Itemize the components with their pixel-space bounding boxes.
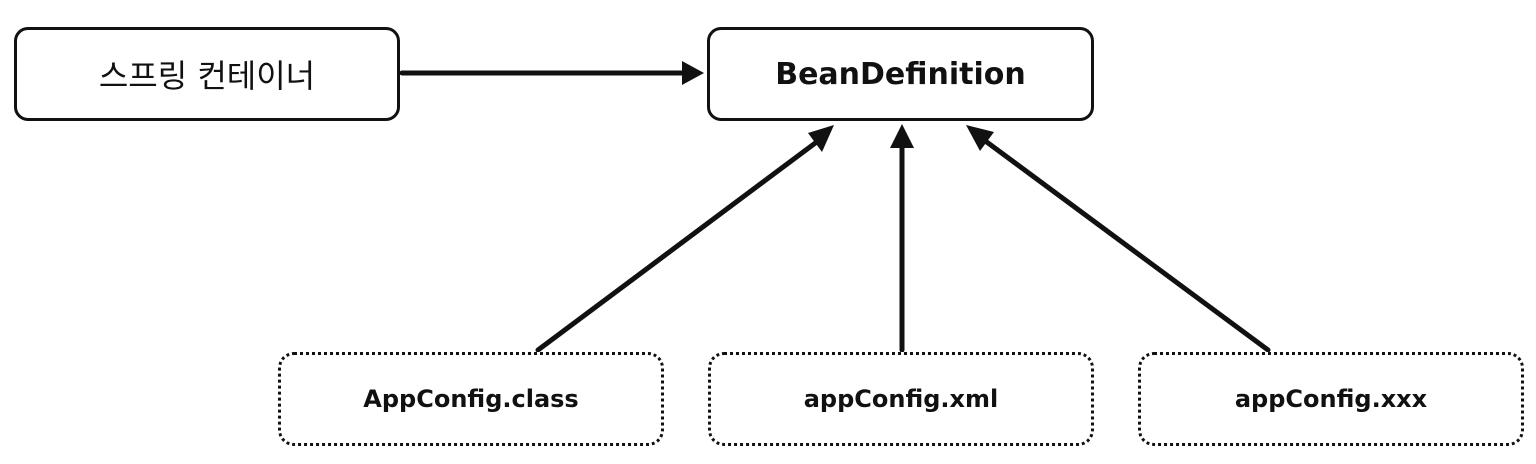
- arrowhead-icon: [682, 61, 704, 85]
- bean-definition-label: BeanDefinition: [775, 56, 1026, 92]
- spring-container-node: 스프링 컨테이너: [14, 27, 400, 121]
- edge-xxx-to-beandefinition: [966, 125, 1271, 353]
- appconfig-xml-node: appConfig.xml: [708, 352, 1094, 446]
- edge-container-to-beandefinition: [399, 61, 704, 85]
- appconfig-class-label: AppConfig.class: [363, 385, 579, 413]
- appconfig-xxx-node: appConfig.xxx: [1138, 352, 1524, 446]
- appconfig-xxx-label: appConfig.xxx: [1234, 385, 1428, 413]
- edge-xml-to-beandefinition: [890, 124, 914, 353]
- appconfig-xml-label: appConfig.xml: [803, 385, 999, 413]
- arrowhead-icon: [808, 125, 834, 152]
- spring-container-label: 스프링 컨테이너: [98, 57, 316, 95]
- arrowhead-icon: [890, 124, 914, 148]
- arrowhead-icon: [966, 125, 994, 151]
- bean-definition-node: BeanDefinition: [707, 27, 1094, 121]
- edge-class-to-beandefinition: [535, 125, 834, 353]
- appconfig-class-node: AppConfig.class: [278, 352, 664, 446]
